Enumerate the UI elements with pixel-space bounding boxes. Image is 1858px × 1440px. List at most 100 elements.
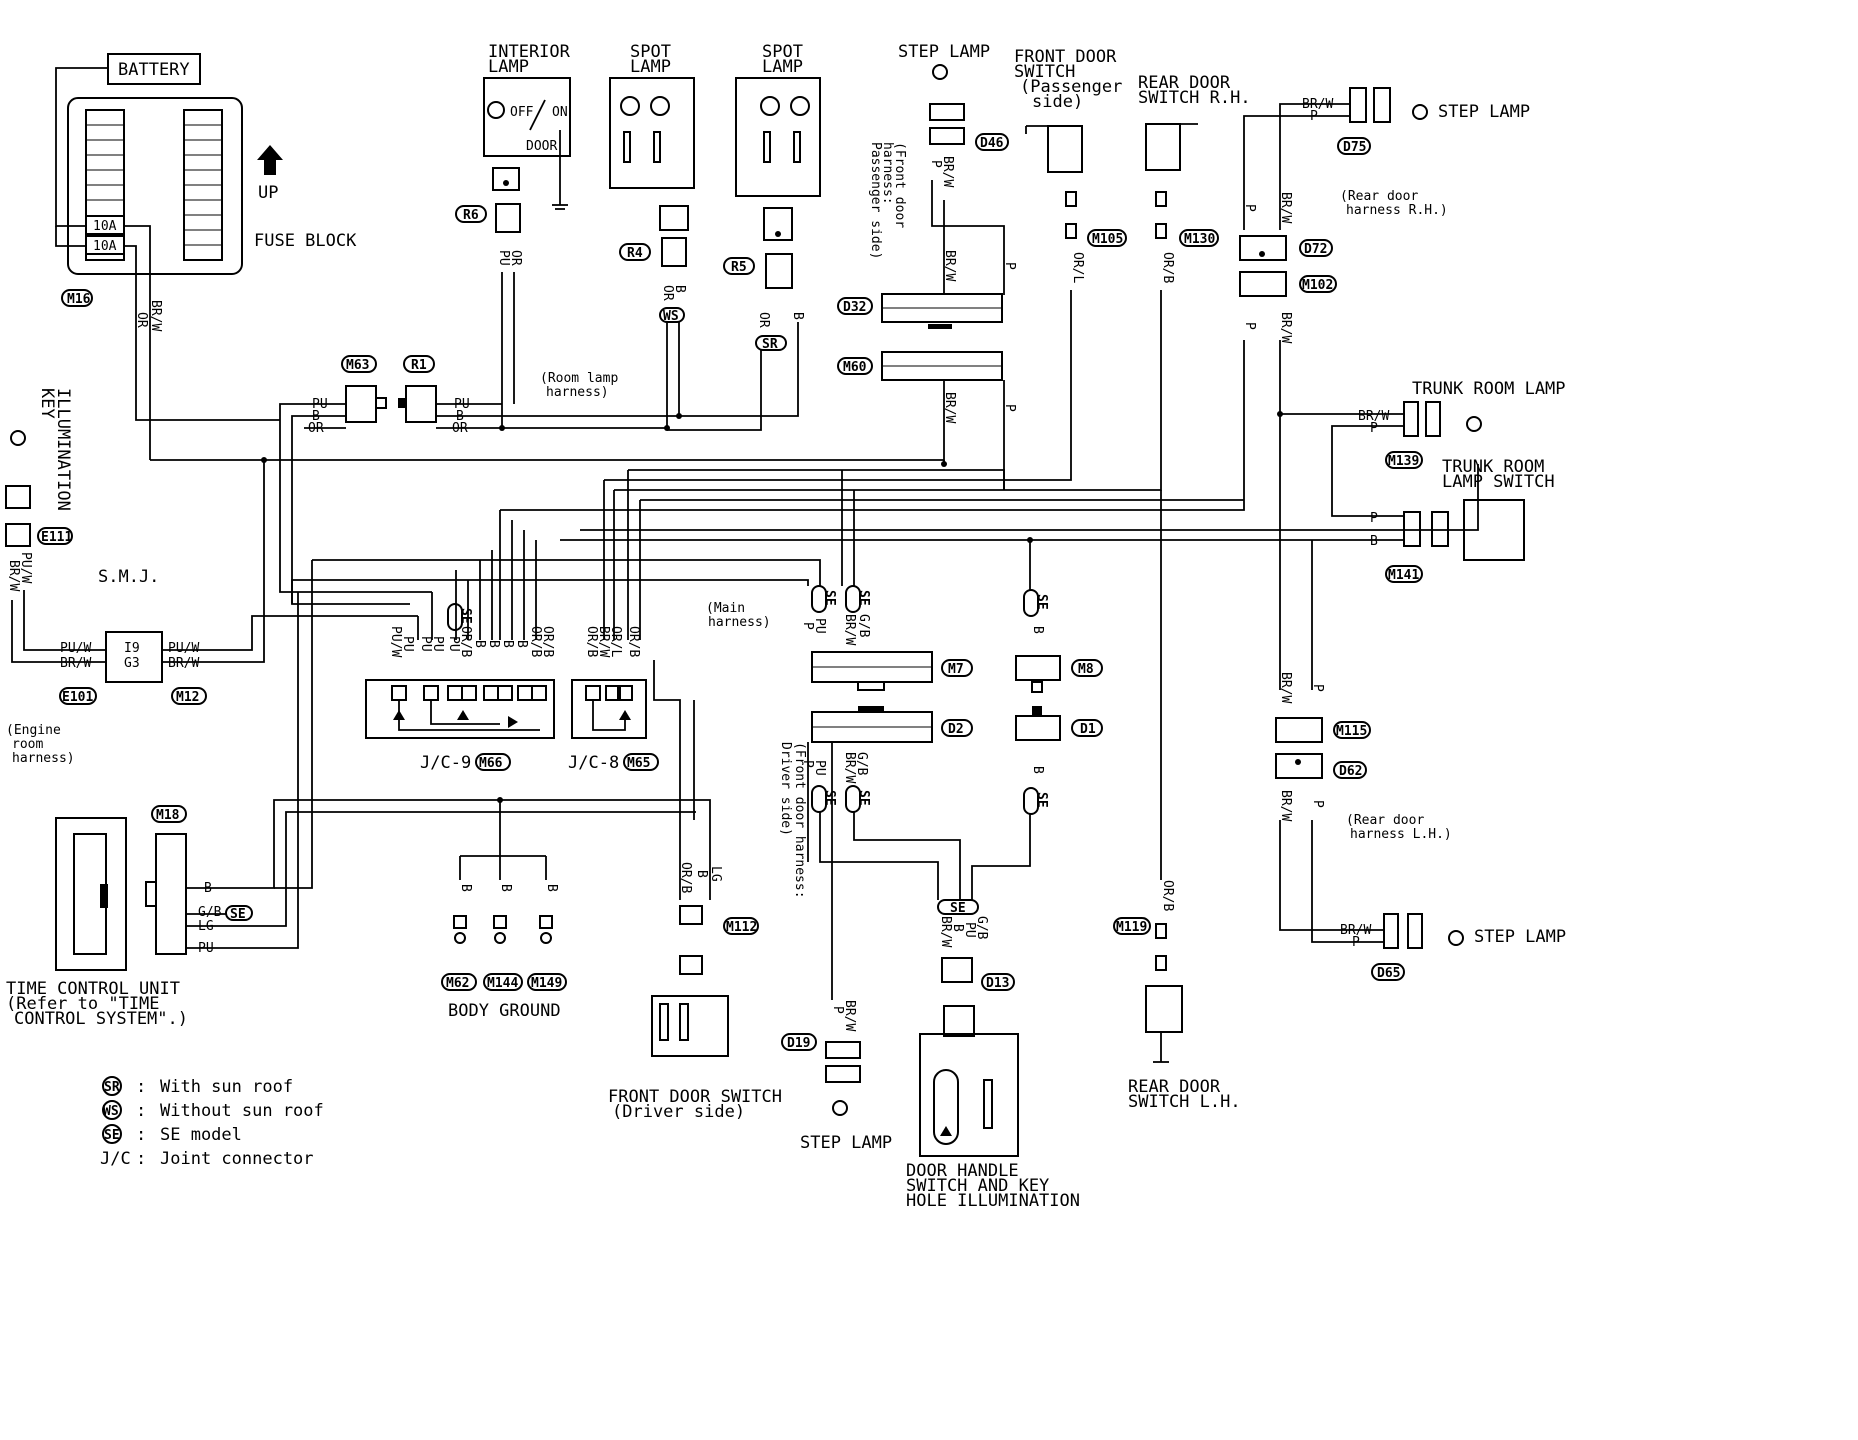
svg-text:OR/B: OR/B bbox=[1160, 880, 1175, 911]
svg-text:PU: PU bbox=[812, 618, 827, 634]
svg-text:OR/B: OR/B bbox=[458, 626, 473, 657]
svg-text:P: P bbox=[1242, 204, 1257, 212]
badge-se-d2a: SE bbox=[811, 785, 837, 813]
svg-text:TRUNK ROOM: TRUNK ROOM bbox=[1442, 457, 1544, 477]
svg-text:OR/B: OR/B bbox=[626, 626, 641, 657]
svg-text:B: B bbox=[514, 640, 529, 648]
svg-text:TRUNK ROOM LAMP: TRUNK ROOM LAMP bbox=[1412, 379, 1566, 399]
connector-m65: M65 bbox=[623, 753, 659, 771]
legend-se: SE : SE model bbox=[102, 1124, 242, 1145]
svg-text:SE: SE bbox=[104, 1128, 120, 1143]
svg-text:P: P bbox=[1242, 322, 1257, 330]
svg-text:TIME CONTROL UNIT: TIME CONTROL UNIT bbox=[6, 979, 180, 999]
svg-text:B: B bbox=[790, 312, 805, 320]
connector-m60: M60 bbox=[837, 357, 873, 375]
svg-text:M144: M144 bbox=[487, 976, 518, 991]
svg-text:SPOT: SPOT bbox=[630, 42, 671, 62]
svg-text:M62: M62 bbox=[446, 976, 469, 991]
svg-text:R6: R6 bbox=[463, 208, 479, 223]
svg-text:HOLE ILLUMINATION: HOLE ILLUMINATION bbox=[906, 1191, 1080, 1211]
svg-text:D75: D75 bbox=[1343, 140, 1366, 155]
connector-m102: M102 bbox=[1299, 275, 1337, 293]
svg-text:REAR DOOR: REAR DOOR bbox=[1138, 73, 1231, 93]
svg-text:SE: SE bbox=[1034, 792, 1049, 808]
svg-text:Joint connector: Joint connector bbox=[160, 1149, 314, 1169]
step-lamp-top: STEP LAMP bbox=[898, 42, 990, 145]
svg-text:B: B bbox=[1030, 766, 1045, 774]
time-control-unit: TIME CONTROL UNIT (Refer to "TIME CONTRO… bbox=[6, 817, 188, 1029]
svg-text:OR: OR bbox=[134, 312, 149, 328]
svg-text:OR/B: OR/B bbox=[528, 626, 543, 657]
legend-sr: SR : With sun roof bbox=[102, 1076, 293, 1097]
svg-text:(Front door: (Front door bbox=[892, 142, 907, 228]
connector-d2: D2 bbox=[941, 719, 973, 737]
svg-text:M112: M112 bbox=[726, 920, 757, 935]
svg-text:M7: M7 bbox=[948, 662, 964, 677]
svg-text:(Front door harness:: (Front door harness: bbox=[792, 742, 807, 899]
body-ground: B B B BODY GROUND bbox=[448, 800, 561, 1021]
svg-text:BR/W: BR/W bbox=[1278, 312, 1293, 343]
connector-m105: M105 bbox=[1087, 229, 1127, 247]
connector-m139: M139 bbox=[1385, 451, 1423, 469]
svg-text:SR: SR bbox=[762, 337, 778, 352]
connector-m8: M8 bbox=[1071, 659, 1103, 677]
badge-se-m7a: SE bbox=[811, 585, 837, 613]
svg-text:WS: WS bbox=[103, 1104, 119, 1119]
up-arrow-icon: UP bbox=[257, 145, 283, 203]
connector-d75: D75 bbox=[1337, 137, 1371, 155]
svg-text:D13: D13 bbox=[986, 976, 1009, 991]
svg-text:SE: SE bbox=[822, 790, 837, 806]
svg-text:FUSE BLOCK: FUSE BLOCK bbox=[254, 231, 357, 251]
connector-m149: M149 bbox=[527, 973, 567, 991]
spot-lamp-2: SPOT LAMP bbox=[735, 42, 821, 241]
svg-text:B: B bbox=[500, 640, 515, 648]
connector-m12: M12 bbox=[171, 687, 207, 705]
svg-text:BR/W: BR/W bbox=[1358, 409, 1389, 424]
svg-text:SE: SE bbox=[856, 590, 871, 606]
connector-d19: D19 bbox=[781, 1033, 817, 1051]
joint-connector-jc8: J/C-8 bbox=[568, 679, 647, 773]
svg-text:(Driver side): (Driver side) bbox=[612, 1102, 745, 1122]
connector-m144: M144 bbox=[483, 973, 523, 991]
connector-m141: M141 bbox=[1385, 565, 1423, 583]
svg-text:SE: SE bbox=[856, 790, 871, 806]
svg-text:M16: M16 bbox=[67, 292, 91, 307]
svg-text:(Engine: (Engine bbox=[6, 723, 61, 738]
svg-text:STEP LAMP: STEP LAMP bbox=[898, 42, 990, 62]
svg-text:B: B bbox=[694, 870, 709, 878]
svg-text:D72: D72 bbox=[1304, 242, 1327, 257]
svg-text:D19: D19 bbox=[787, 1036, 810, 1051]
svg-text:E101: E101 bbox=[62, 690, 93, 705]
connector-m115: M115 bbox=[1333, 721, 1371, 739]
svg-text:B: B bbox=[472, 640, 487, 648]
interior-lamp: INTERIOR LAMP OFF ON DOOR bbox=[483, 42, 571, 210]
svg-text:G/B: G/B bbox=[198, 905, 222, 920]
svg-text:BR/W: BR/W bbox=[6, 560, 21, 591]
svg-text:BR/W: BR/W bbox=[940, 156, 955, 187]
svg-text:B: B bbox=[1370, 534, 1378, 549]
svg-text:P: P bbox=[800, 622, 815, 630]
svg-text:(Refer to "TIME: (Refer to "TIME bbox=[6, 994, 160, 1014]
connector-m130: M130 bbox=[1179, 229, 1219, 247]
front-door-switch-driver: FRONT DOOR SWITCH (Driver side) bbox=[608, 995, 782, 1122]
svg-text:B: B bbox=[498, 884, 513, 892]
svg-text:J/C: J/C bbox=[100, 1149, 131, 1169]
badge-se-tcu: SE bbox=[225, 905, 253, 922]
svg-text:D62: D62 bbox=[1339, 764, 1362, 779]
svg-text:M12: M12 bbox=[176, 690, 199, 705]
svg-text:WS: WS bbox=[663, 309, 679, 324]
svg-text:harness L.H.): harness L.H.) bbox=[1350, 827, 1452, 842]
svg-text:Passenger side): Passenger side) bbox=[868, 142, 883, 259]
svg-text:P: P bbox=[1002, 404, 1017, 412]
svg-text:BR/W: BR/W bbox=[1340, 923, 1371, 938]
svg-text:M115: M115 bbox=[1336, 724, 1367, 739]
rear-door-switch-rh: REAR DOOR SWITCH R.H. bbox=[1138, 73, 1251, 239]
connector-e111: E111 bbox=[37, 527, 73, 545]
svg-text:harness): harness) bbox=[708, 615, 771, 630]
svg-text:PU/W: PU/W bbox=[18, 552, 33, 583]
svg-text:harness:: harness: bbox=[880, 142, 895, 205]
svg-text:D32: D32 bbox=[843, 300, 866, 315]
svg-text:LG: LG bbox=[708, 866, 723, 882]
svg-text:M102: M102 bbox=[1302, 278, 1333, 293]
svg-text:OR/B: OR/B bbox=[678, 862, 693, 893]
